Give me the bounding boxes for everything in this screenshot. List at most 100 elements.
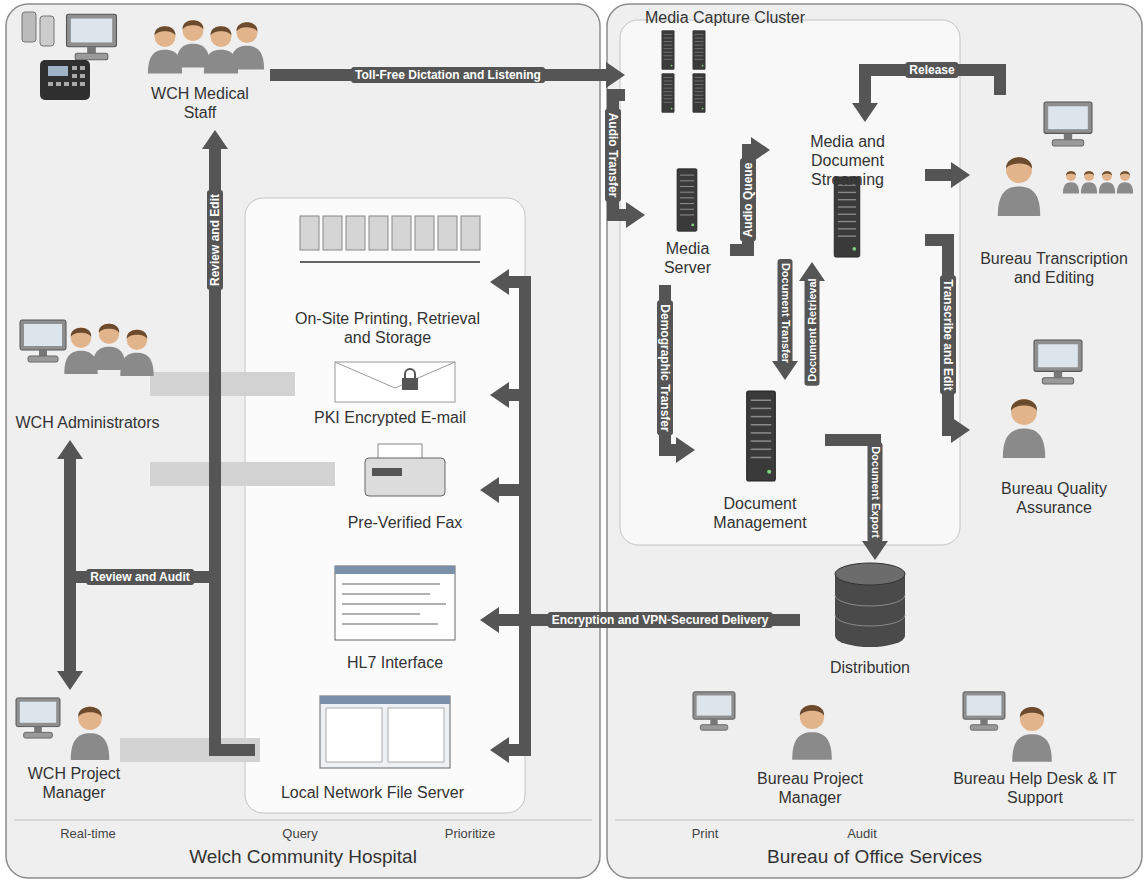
server-rack <box>747 391 776 481</box>
file-window <box>320 696 450 768</box>
system-node: Bureau Project Manager <box>740 690 880 815</box>
flow-label: Audio Queue <box>740 159 756 242</box>
processing-panel <box>620 20 960 545</box>
node-label: On-Site Printing, Retrieval and Storage <box>289 309 486 347</box>
system-node: Media and Document Streaming <box>770 122 925 262</box>
fax-machine <box>365 458 445 496</box>
desk-phone <box>40 60 90 100</box>
screen-lines <box>342 584 446 624</box>
system-node: PKI Encrypted E-mail <box>290 360 490 435</box>
computer-icon <box>693 692 735 730</box>
system-node: Bureau Help Desk & IT Support <box>935 690 1135 815</box>
cylinder-bands <box>835 595 905 626</box>
system-node: Bureau Quality Assurance <box>970 330 1138 525</box>
access-band <box>150 372 295 396</box>
node-label: Local Network File Server <box>259 783 486 802</box>
server-rack <box>677 169 697 232</box>
flow-label: Audio Transfer <box>605 109 621 202</box>
footer-rule <box>14 820 592 821</box>
lock-body <box>402 378 418 390</box>
footer-label: Query <box>279 826 320 841</box>
fax-slot <box>372 468 402 476</box>
region-panel: Welch Community Hospital WCH Medical Staf… <box>6 4 600 878</box>
person-icon <box>1117 171 1133 194</box>
flow-label: Transcribe and Edit <box>940 275 956 394</box>
node-label: WCH Medical Staff <box>134 84 266 122</box>
node-label: WCH Project Manager <box>12 764 136 802</box>
system-node: Media Capture Cluster <box>625 4 825 116</box>
network-line <box>300 261 480 263</box>
interface-screen <box>335 566 455 640</box>
system-node: WCH Project Manager <box>8 690 140 810</box>
node-label: Bureau Project Manager <box>744 769 876 807</box>
window-bar <box>320 696 450 704</box>
phone-keypad <box>48 66 85 86</box>
server-rack <box>693 30 705 69</box>
flow-label: Toll-Free Dictation and Listening <box>351 67 545 83</box>
system-node: Document Management <box>695 380 825 540</box>
footer-rule <box>615 820 1134 821</box>
server-rack <box>693 73 705 112</box>
system-node: Media Server <box>645 160 730 285</box>
node-label: Bureau Quality Assurance <box>974 479 1134 517</box>
person-icon <box>71 706 110 760</box>
node-label: Bureau Help Desk & IT Support <box>939 769 1131 807</box>
node-label: Media and Document Streaming <box>774 132 921 189</box>
lock-shackle <box>405 369 415 378</box>
footer-label: Prioritize <box>442 826 499 841</box>
flow-label: Review and Edit <box>207 190 223 290</box>
server-rack <box>662 73 674 112</box>
system-node: Pre-Verified Fax <box>330 440 480 540</box>
storage-cabinets <box>300 216 480 250</box>
computer-icon <box>1034 340 1082 384</box>
system-node: Distribution <box>800 560 940 685</box>
node-label: Media Capture Cluster <box>629 8 821 27</box>
flow-label: Encryption and VPN-Secured Delivery <box>548 612 773 628</box>
system-node: Bureau Transcription and Editing <box>970 95 1138 295</box>
computer-icon <box>963 692 1005 730</box>
region-title: Welch Community Hospital <box>10 845 596 868</box>
delivery-panel <box>245 198 525 813</box>
flow-label: Review and Audit <box>86 569 194 585</box>
node-label: PKI Encrypted E-mail <box>294 408 486 427</box>
flow-label: Demographic Transfer <box>657 300 673 435</box>
system-node: On-Site Printing, Retrieval and Storage <box>285 210 490 355</box>
flow-label: Document Transfer <box>778 259 793 367</box>
computer-icon <box>20 320 66 362</box>
person-icon <box>1012 707 1052 762</box>
cylinder-top <box>835 563 905 585</box>
computer-icon <box>16 698 60 738</box>
person-icon <box>1081 171 1097 194</box>
system-node: WCH Administrators <box>10 310 165 440</box>
footer-label: Audit <box>844 826 880 841</box>
person-icon <box>176 20 210 68</box>
system-node: WCH Medical Staff <box>130 8 270 130</box>
region-panel: Bureau of Office ServicesMedia Capture C… <box>607 4 1142 878</box>
node-label: Bureau Transcription and Editing <box>974 249 1134 287</box>
flow-label: Document Export <box>868 442 883 542</box>
person-icon <box>1063 171 1079 194</box>
flow-arrow <box>64 459 76 671</box>
flow-arrow <box>925 169 951 181</box>
person-icon <box>1099 171 1115 194</box>
node-label: Distribution <box>804 658 936 677</box>
footer-label: Real-time <box>57 826 119 841</box>
access-band <box>150 462 335 486</box>
mobile-phone <box>22 12 36 42</box>
bureau-region <box>607 4 1142 878</box>
flow-arrow <box>509 620 800 750</box>
envelope-flap <box>335 362 455 388</box>
node-label: HL7 Interface <box>314 653 476 672</box>
file-pane <box>326 708 382 762</box>
phone-display <box>48 66 68 76</box>
node-label: Pre-Verified Fax <box>334 513 476 532</box>
file-pane <box>388 708 444 762</box>
flow-label: Release <box>905 62 958 78</box>
node-label: Media Server <box>649 239 726 277</box>
person-icon <box>998 157 1040 216</box>
window-bar <box>335 566 455 574</box>
